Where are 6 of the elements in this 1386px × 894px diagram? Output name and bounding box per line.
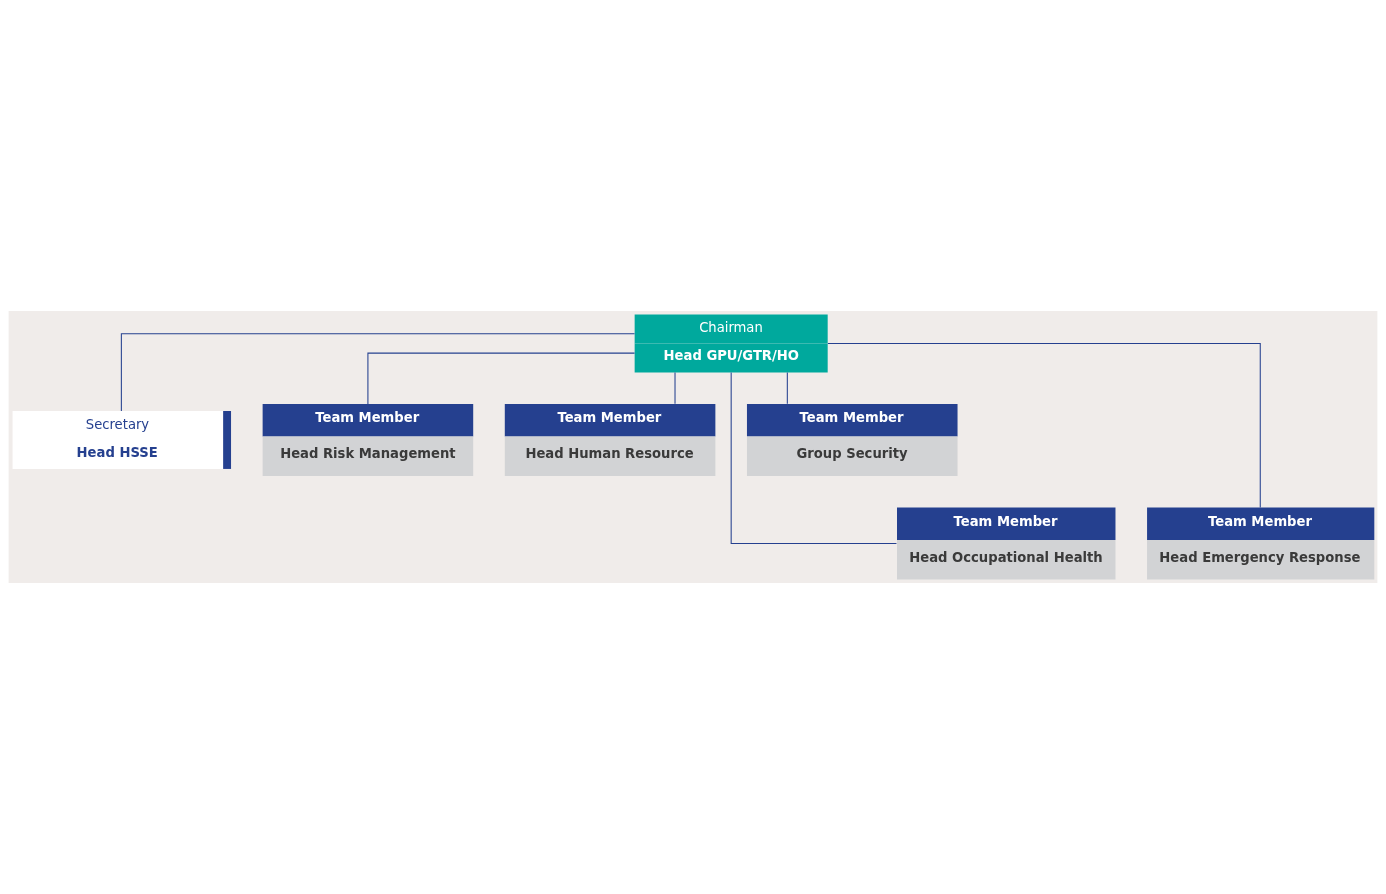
connector: [367, 352, 636, 405]
connector: [786, 371, 788, 405]
connector: [827, 342, 1261, 509]
connector: [120, 333, 636, 412]
connector: [730, 372, 897, 545]
connector: [674, 371, 676, 405]
